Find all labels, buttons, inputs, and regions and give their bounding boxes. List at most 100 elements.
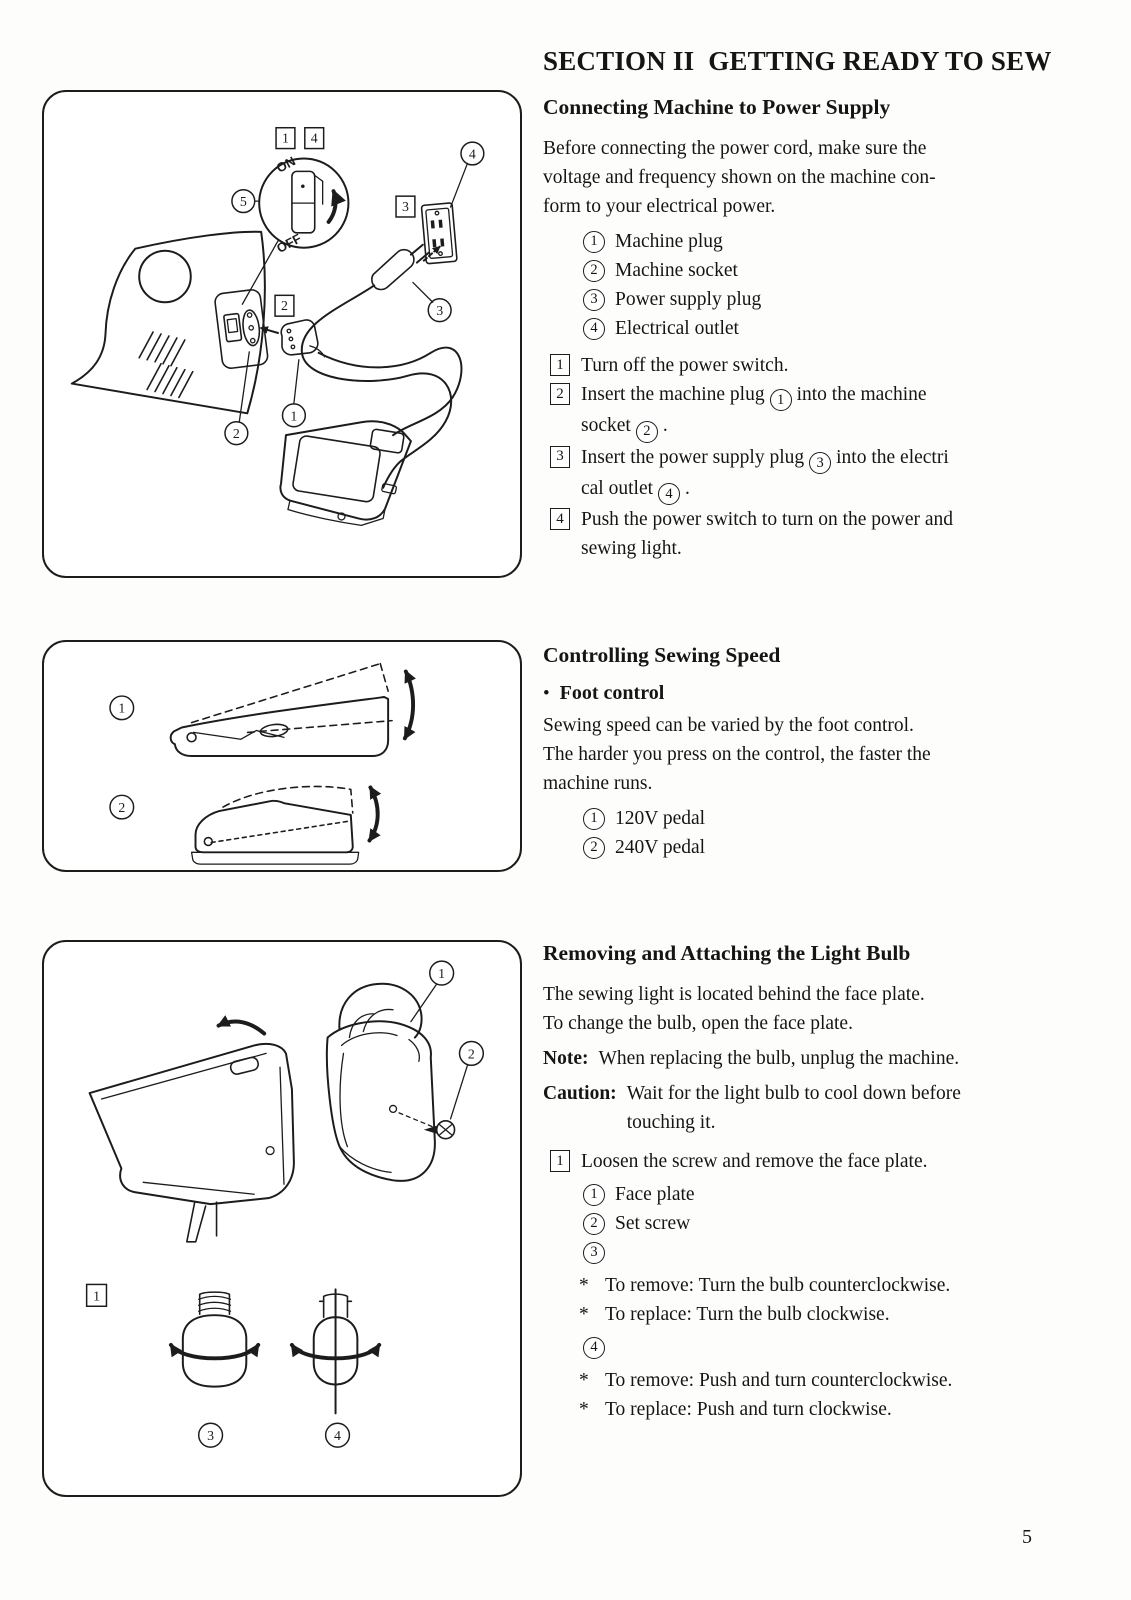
sewing-machine-side (70, 230, 269, 415)
foot-control-illustration: 1 2 (109, 662, 416, 865)
circled-number: 4 (583, 317, 605, 340)
circled-number: 2 (635, 420, 658, 443)
callout-2 (224, 421, 249, 446)
callout-2 (109, 794, 135, 820)
svg-text:2: 2 (118, 800, 125, 815)
list-item-label: Electrical outlet (615, 317, 739, 339)
circled-number: 1 (583, 230, 605, 253)
intro-paragraph: Before connecting the power cord, make s… (543, 138, 936, 217)
handwheel (138, 249, 192, 304)
circled-number: 3 (583, 1241, 605, 1264)
plug-to-socket-arrow-icon (260, 326, 280, 334)
screw-bulb: 3 (168, 1291, 261, 1448)
list-item-label: Machine plug (615, 230, 723, 252)
pedal-120v: 1 (109, 662, 416, 757)
bayonet-bulb: 4 (289, 1288, 382, 1448)
step-label-3 (395, 195, 416, 218)
plug-insert-arrow-icon (422, 245, 441, 262)
svg-text:5: 5 (240, 195, 247, 210)
callout-1: 1 (410, 960, 455, 1023)
callout-1 (109, 695, 135, 721)
list-item-label: Set screw (615, 1212, 691, 1234)
svg-text:2: 2 (281, 299, 288, 314)
switch-off-label: OFF (274, 231, 304, 256)
circled-number: 1 (583, 1183, 605, 1206)
svg-text:1: 1 (118, 701, 125, 716)
switch-arrow-icon (326, 188, 346, 224)
step-row: 1 Loosen the screw and remove the face p… (550, 1147, 1108, 1176)
switch-magnifier: ON OFF (241, 153, 350, 305)
callout-3 (197, 1422, 224, 1448)
circled-number: 2 (583, 259, 605, 282)
bulb-paragraph: The sewing light is located behind the f… (543, 984, 925, 1034)
boxed-step-number: 2 (550, 383, 570, 405)
boxed-step-number: 1 (550, 1150, 570, 1172)
turn-arrow-icon (289, 1342, 382, 1361)
turn-arrow-icon (168, 1342, 261, 1361)
heading-connecting: Connecting Machine to Power Supply (543, 95, 891, 119)
open-arrow-icon (216, 1015, 267, 1036)
electrical-outlet: 4 3 (395, 141, 485, 265)
svg-text:2: 2 (468, 1047, 475, 1062)
svg-text:3: 3 (207, 1429, 214, 1444)
note-label: Note: (543, 1048, 589, 1069)
svg-text:4: 4 (334, 1429, 341, 1444)
boxed-step-number: 1 (550, 354, 570, 376)
section-sewing-speed: Controlling Sewing Speed • Foot control … (543, 630, 1108, 862)
power-connection-illustration: ON OFF 1 4 5 (70, 126, 485, 527)
step-label-1-4: 1 4 (275, 126, 325, 150)
callout-4 (460, 141, 485, 166)
callout-2: 2 (449, 1040, 485, 1120)
bullet-icon: • (543, 683, 550, 704)
bulb-steps: 1 Loosen the screw and remove the face p… (543, 1147, 1108, 1176)
power-supply-plug: 3 (371, 243, 452, 323)
asterisk: * (579, 1304, 589, 1325)
instruction-line: * To replace: Push and turn clockwise. (579, 1395, 1108, 1424)
figure-power-connection: ON OFF 1 4 5 (42, 90, 522, 578)
steps-list: 1 Turn off the power switch. 2 Insert th… (543, 351, 1108, 563)
face-plate (325, 1020, 436, 1182)
hand-holding-face-plate (325, 982, 436, 1182)
section-connecting-power: SECTION II GETTING READY TO SEW Connecti… (543, 44, 1108, 563)
boxed-step-number: 4 (550, 508, 570, 530)
circled-number: 3 (809, 451, 832, 474)
foot-control (279, 420, 412, 527)
step-label-2 (274, 294, 295, 317)
list-item: 1 120V pedal (583, 804, 1108, 833)
list-item-label: Power supply plug (615, 288, 762, 310)
rocker-switch (291, 170, 316, 234)
circled-number: 4 (658, 483, 681, 505)
list-item: 2 Machine socket (583, 256, 1108, 285)
list-item: 2 240V pedal (583, 833, 1108, 862)
bayonet-bulb-instructions: * To remove: Push and turn counterclockw… (543, 1366, 1108, 1424)
asterisk: * (579, 1275, 589, 1296)
asterisk: * (579, 1399, 589, 1420)
step-row: 4 Push the power switch to turn on the p… (550, 505, 1108, 563)
list-item-label: 240V pedal (615, 836, 706, 858)
circled-number: 1 (769, 389, 792, 412)
circled-number: 2 (583, 836, 605, 859)
list-item-label: Machine socket (615, 259, 738, 281)
heading-speed: Controlling Sewing Speed (543, 643, 781, 667)
list-item: 3 Power supply plug (583, 285, 1108, 314)
heading-bulb: Removing and Attaching the Light Bulb (543, 941, 911, 965)
screw-bulb-instructions: * To remove: Turn the bulb counterclockw… (543, 1271, 1108, 1329)
set-screw (398, 1112, 456, 1140)
figure-light-bulb: 1 2 1 3 (42, 940, 522, 1497)
svg-text:1: 1 (93, 1289, 100, 1304)
list-item: 1 Machine plug (583, 227, 1108, 256)
list-item: 1 Face plate (583, 1180, 1108, 1209)
foot-control-subheading: • Foot control (543, 682, 665, 704)
power-switch (223, 312, 243, 343)
circled-number: 2 (583, 1212, 605, 1235)
machine-socket (242, 309, 261, 347)
circled-number: 1 (583, 807, 605, 830)
speed-paragraph: Sewing speed can be varied by the foot c… (543, 715, 931, 794)
svg-text:1: 1 (290, 409, 297, 424)
section-title: SECTION II GETTING READY TO SEW (543, 46, 1052, 76)
page-number: 5 (1022, 1526, 1032, 1548)
step-label-1: 1 (85, 1283, 108, 1308)
bulb-parts-list: 1 Face plate 2 Set screw 3 (543, 1180, 1108, 1267)
screw-hole (388, 1104, 398, 1114)
